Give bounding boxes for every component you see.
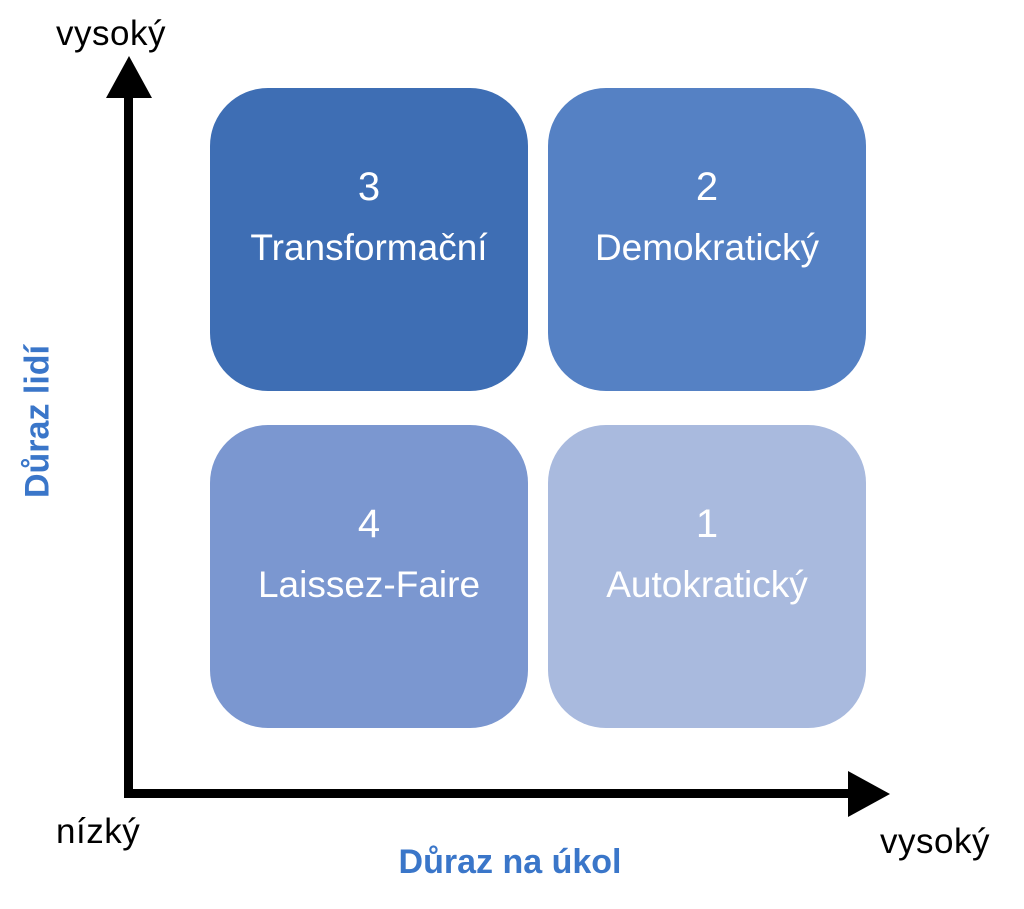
quadrant-transformacni: 3 Transformační [210, 88, 528, 391]
y-axis-low-label: nízký [56, 812, 141, 851]
x-axis-high-label: vysoký [880, 822, 990, 861]
x-axis-title: Důraz na úkol [398, 843, 622, 881]
arrow-right-icon [848, 771, 890, 817]
quadrant-content: 1 Autokratický [606, 500, 808, 610]
y-axis-title: Důraz lidí [18, 344, 57, 499]
quadrant-number: 2 [695, 164, 719, 209]
quadrant-label: Autokratický [606, 563, 808, 605]
quadrant-content: 3 Transformační [250, 163, 487, 273]
quadrant-demokraticky: 2 Demokratický [548, 88, 866, 391]
quadrant-number: 1 [695, 501, 719, 546]
x-axis-line [124, 789, 856, 798]
quadrant-label: Transformační [250, 226, 488, 268]
quadrant-number: 4 [357, 501, 381, 546]
quadrant-autokraticky: 1 Autokratický [548, 425, 866, 728]
quadrant-number: 3 [357, 164, 381, 209]
quadrant-content: 4 Laissez-Faire [258, 500, 480, 610]
y-axis-high-label: vysoký [56, 14, 166, 53]
quadrant-laissez-faire: 4 Laissez-Faire [210, 425, 528, 728]
quadrant-content: 2 Demokratický [595, 163, 819, 273]
quadrant-label: Laissez-Faire [257, 563, 481, 605]
y-axis-line [124, 92, 133, 795]
arrow-up-icon [106, 56, 152, 98]
quadrant-label: Demokratický [594, 226, 820, 268]
